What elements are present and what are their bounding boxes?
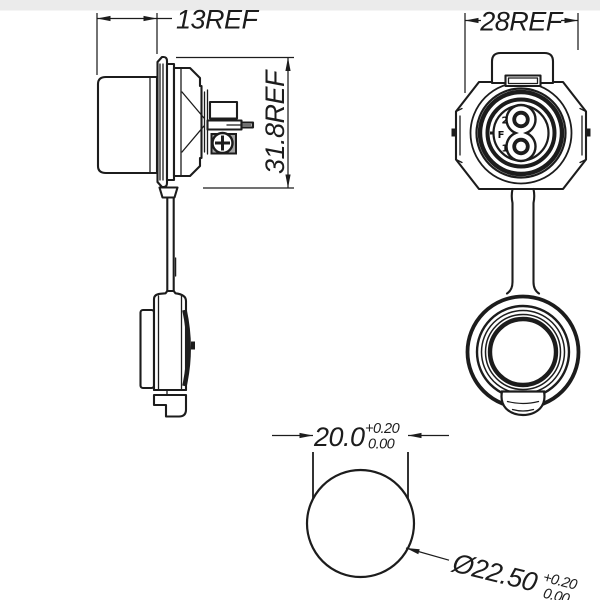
solder-pin [206,119,255,131]
arrowhead [285,174,291,188]
dim-height-label: 31.8REF [260,69,290,174]
dust-cap-front [465,294,581,417]
terminal-block [208,100,239,120]
dim-across-flats: 20.0 +0.20 0.00 [272,421,449,453]
dim-depth-label: 13REF [176,5,260,35]
panel-flange [156,55,169,189]
dim-width-label: 28REF [479,7,564,37]
arrowhead [97,15,111,22]
cap-dome-nub [191,341,195,350]
cap-body [152,289,188,392]
dim-height: 31.8REF [176,56,294,189]
dim-across-flats-label: 20.0 [313,422,365,452]
cap-skirt [139,308,156,390]
dust-cap-side [139,289,195,418]
pin-hole-1 [512,137,530,156]
top-margin-band [0,0,600,11]
rear-housing [96,75,159,175]
strap-anchor [158,186,179,199]
cap-strap-front [505,187,541,295]
cutout-circle [305,468,416,579]
cap-dome [182,309,191,387]
pin-label-f: F [498,130,505,141]
arrowhead [564,17,578,24]
keyway-mark [490,131,493,135]
side-latch-nub-right [586,128,591,137]
side-view: 13REF 31.8REF [96,5,294,418]
cap-foot [152,393,188,418]
arrowhead [285,57,291,71]
phillips-screw [211,131,234,155]
side-latch-nub-left [451,128,456,137]
dim-across-flats-tol-upper: +0.20 [365,421,400,437]
flange-groove-lines [159,63,164,181]
pin-label-1: 1 [502,144,509,155]
pin-label-2: 2 [502,116,509,127]
dim-depth: 13REF [96,5,260,75]
arrowhead [299,432,313,439]
arrowhead [143,15,157,22]
coupling-nut [172,66,209,178]
pin-hole-2 [512,110,530,129]
front-view: 28REF 2 F 1 [451,7,591,417]
arrowhead [408,432,422,439]
hex-flat-details [451,107,591,164]
dim-width: 28REF [464,7,579,93]
latch-slot [504,74,542,88]
arrowhead [465,17,479,24]
dim-across-flats-tol-lower: 0.00 [368,437,395,453]
cap-strap-side [166,196,177,293]
